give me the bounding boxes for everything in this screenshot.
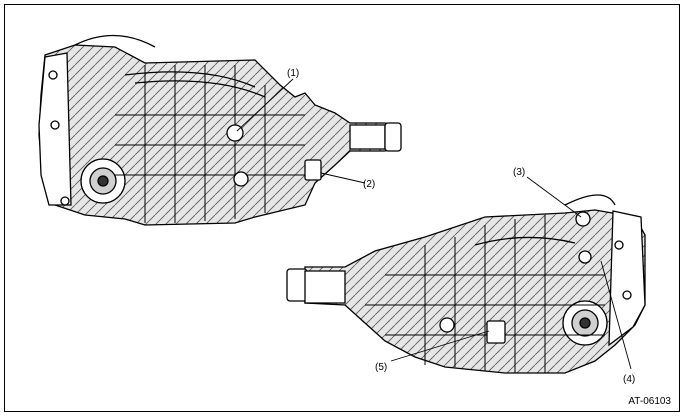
- leader-line-5: [390, 330, 490, 362]
- leader-line-2: [320, 172, 366, 184]
- transmission-illustration: (1) (2) (3) (4) (5): [38, 34, 646, 385]
- figure-frame: (1) (2) (3) (4) (5) AT-06103: [4, 4, 680, 412]
- lower-transmission: [286, 194, 646, 374]
- leader-line-3: [526, 176, 582, 218]
- leader-line-1: [236, 78, 294, 132]
- upper-transmission: [38, 34, 402, 226]
- callout-2: (2): [363, 179, 375, 190]
- figure-id-label: AT-06103: [628, 396, 671, 407]
- callout-5: (5): [375, 362, 387, 373]
- callout-4: (4): [623, 374, 635, 385]
- leader-line-4: [600, 260, 632, 370]
- callout-1: (1): [287, 68, 299, 79]
- callout-3: (3): [513, 167, 525, 178]
